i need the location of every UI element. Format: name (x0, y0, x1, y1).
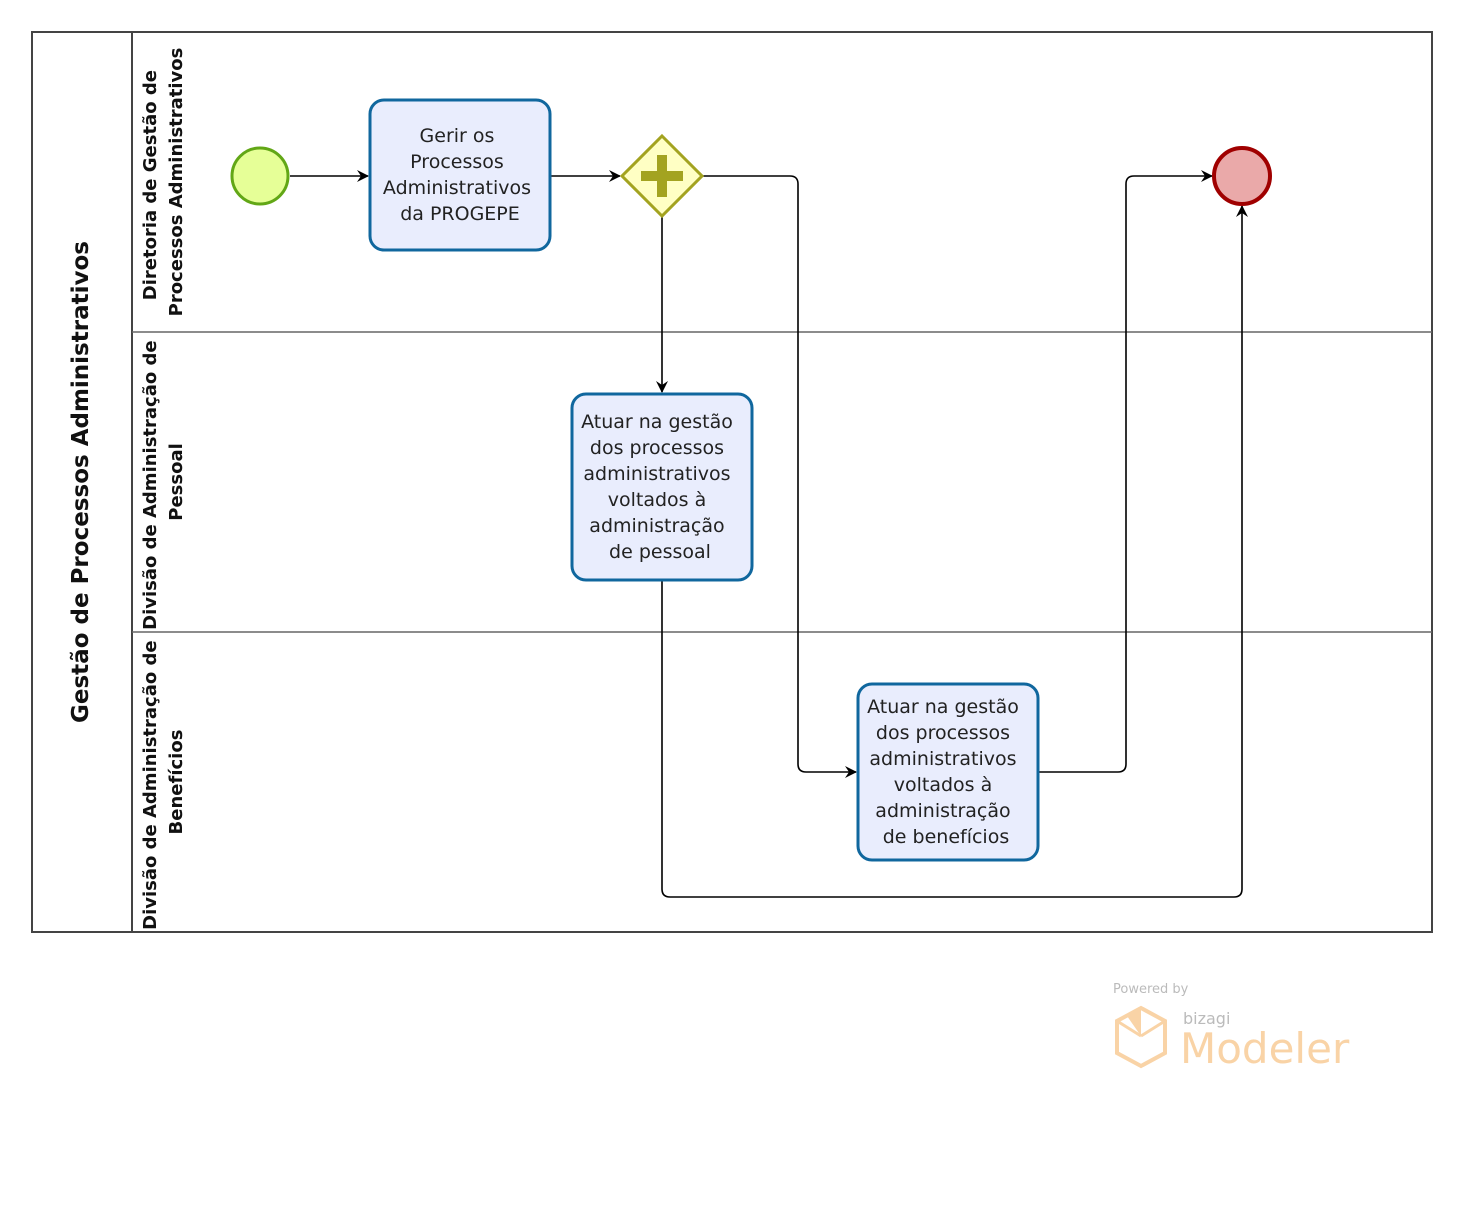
plus-icon (641, 155, 683, 197)
task-label: Atuar na gestão dos processos administra… (581, 411, 739, 563)
task-gerir-processos[interactable]: Gerir os Processos Administrativos da PR… (368, 98, 552, 252)
parallel-gateway[interactable] (619, 133, 705, 219)
lane-beneficios: Divisão de Administração de Benefícios (140, 634, 187, 930)
bizagi-logo-icon (1115, 1005, 1167, 1069)
product-text: Modeler (1180, 1024, 1350, 1073)
task-gestao-beneficios[interactable]: Atuar na gestão dos processos administra… (856, 682, 1040, 862)
flow-task3-to-end[interactable] (1039, 170, 1213, 773)
task-label: Gerir os Processos Administrativos da PR… (383, 125, 537, 225)
brand-text: bizagi (1183, 1009, 1230, 1028)
start-event[interactable] (230, 146, 290, 206)
flow-task2-to-end[interactable] (661, 205, 1248, 898)
powered-by-text: Powered by (1113, 982, 1189, 997)
lane-pessoal: Divisão de Administração de Pessoal (132, 334, 1432, 633)
lane-diretoria: Diretoria de Gestão de Processos Adminis… (132, 48, 1432, 333)
bizagi-watermark: Powered by bizagi Modeler (1113, 982, 1350, 1073)
task-label: Atuar na gestão dos processos administra… (867, 696, 1025, 848)
pool-title: Gestão de Processos Administrativos (68, 241, 94, 723)
flow-gateway-to-task3[interactable] (703, 175, 857, 778)
sequence-flows (290, 170, 1248, 898)
lane-label: Diretoria de Gestão de Processos Adminis… (140, 48, 187, 317)
end-event[interactable] (1212, 146, 1272, 206)
lane-label: Divisão de Administração de Pessoal (140, 334, 187, 630)
lane-label: Divisão de Administração de Benefícios (140, 634, 187, 930)
task-gestao-pessoal[interactable]: Atuar na gestão dos processos administra… (570, 392, 754, 582)
